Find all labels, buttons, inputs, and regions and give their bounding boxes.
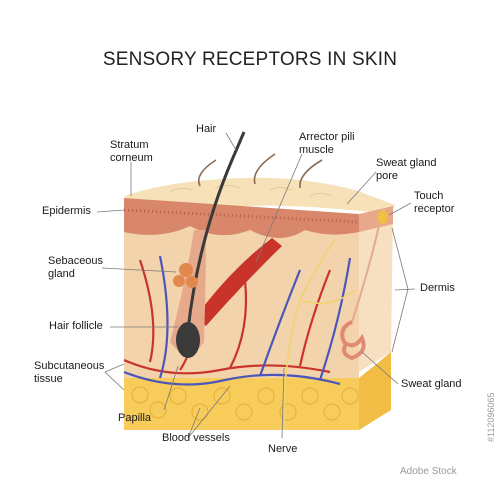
hair-bulb [176,322,200,358]
subcutaneous-fat-side [359,352,391,430]
sweat-gland-coil [340,320,366,361]
label-sebaceous-gland: Sebaceous gland [48,255,104,280]
epidermis-front [124,198,359,238]
arrector-pili-muscle [195,238,282,326]
label-dermis: Dermis [420,282,455,294]
label-nerve: Nerve [268,443,298,455]
blood-vessels-blue [123,255,352,386]
label-hair: Hair [196,123,217,135]
nerve [283,239,356,431]
label-blood-vessels: Blood vessels [162,432,230,444]
leader-lines [96,132,416,439]
label-epidermis: Epidermis [42,205,91,217]
stock-id-vertical: #112096065 [486,392,496,442]
diagram-title: SENSORY RECEPTORS IN SKIN [102,49,398,70]
label-hair-follicle: Hair follicle [49,320,103,332]
fat-cells [131,386,359,421]
label-sweat-gland-pore: Sweat gland pore [376,157,437,182]
small-hairs [197,153,323,189]
hair-follicle [170,230,206,354]
label-sweat-gland: Sweat gland [401,378,462,390]
touch-receptor [378,210,388,224]
stock-watermark: Adobe Stock [400,466,457,477]
sweat-gland-duct [351,211,383,323]
label-papilla: Papilla [118,412,152,424]
label-stratum-corneum: Stratum corneum [110,139,153,164]
hair-shaft [186,131,246,331]
label-subcutaneous-tissue: Subcutaneous tissue [34,360,105,385]
epidermis-dots [123,208,360,224]
label-touch-receptor: Touch receptor [414,190,455,215]
sebaceous-gland [173,263,198,288]
dermis-front [124,218,359,378]
dermis-side [359,212,393,372]
skin-surface-wrinkles [169,185,333,197]
label-arrector-pili-muscle: Arrector pili muscle [299,131,355,156]
